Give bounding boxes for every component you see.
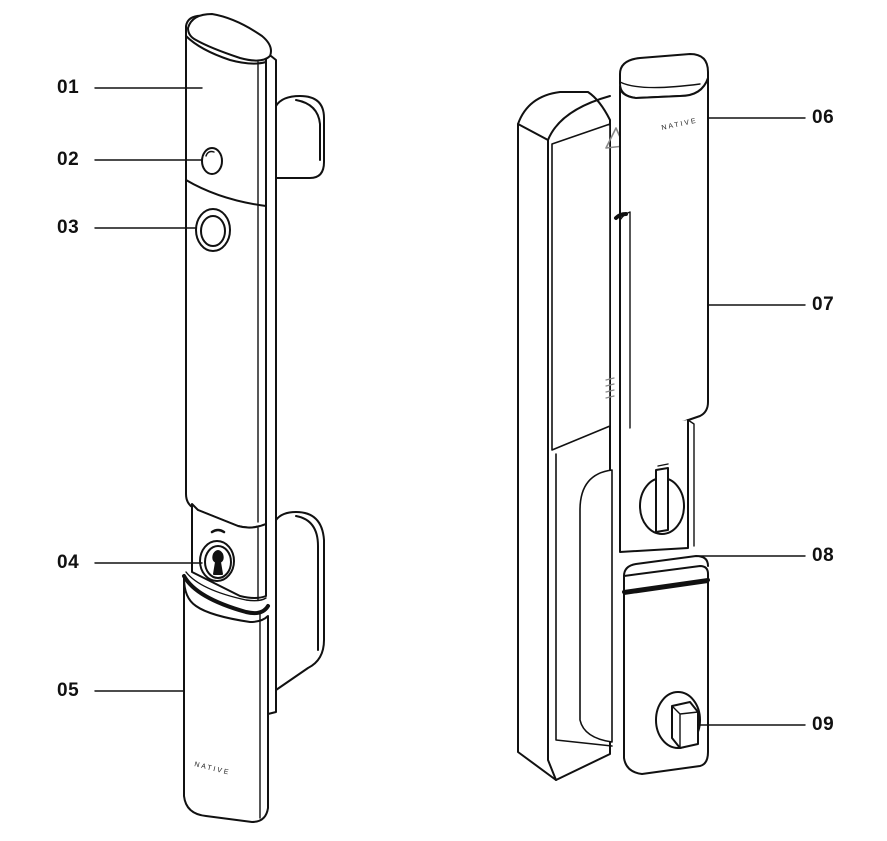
callout-02: 02	[57, 149, 80, 170]
callout-07: 07	[812, 294, 835, 315]
indicator-led	[210, 528, 226, 534]
leader-lines	[94, 87, 806, 726]
left-lock-device: NATIVE	[182, 13, 325, 823]
callout-04: 04	[57, 552, 80, 573]
lower-cover-rim	[182, 574, 270, 616]
upper-mount-bracket	[275, 95, 325, 179]
inner-panel	[551, 123, 611, 451]
callout-06: 06	[812, 107, 835, 128]
back-plate-edge	[265, 51, 277, 715]
lower-cover	[183, 577, 269, 823]
top-cap	[187, 13, 272, 62]
callout-03: 03	[57, 217, 80, 238]
recess-opening	[579, 469, 613, 743]
top-module-seam	[185, 179, 267, 207]
lower-mount-bracket	[275, 511, 325, 691]
side-top-cap	[619, 53, 709, 99]
callout-09: 09	[812, 714, 835, 735]
callout-01: 01	[57, 77, 80, 98]
side-main-body	[619, 77, 709, 439]
callout-08: 08	[812, 545, 835, 566]
upper-housing	[185, 14, 267, 529]
thumbturn-knob	[671, 701, 699, 749]
callout-05: 05	[57, 680, 80, 701]
right-lock-device: NATIVE	[517, 53, 710, 781]
